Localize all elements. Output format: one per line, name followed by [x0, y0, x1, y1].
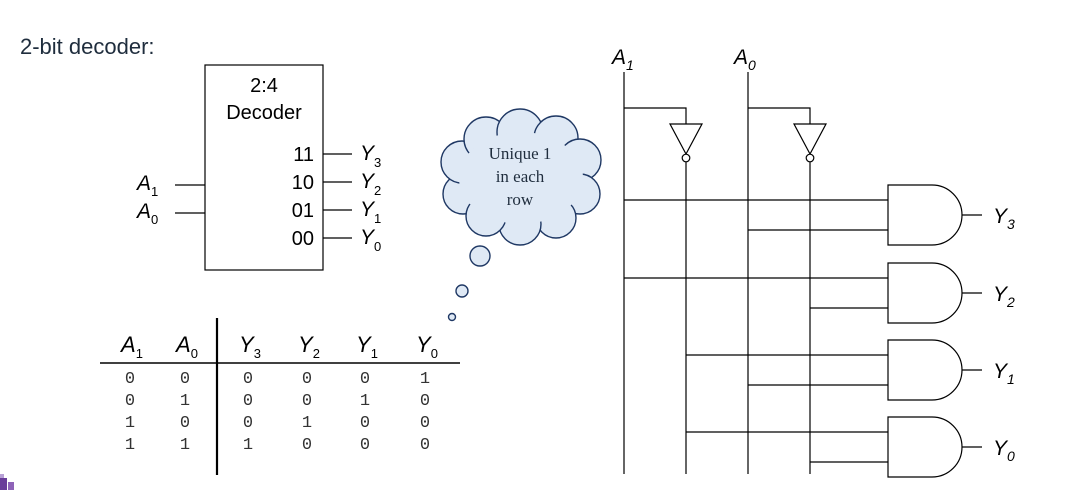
- table-cell: 0: [420, 414, 430, 433]
- and-gate-y1: [887, 339, 963, 401]
- cloud-text-line-3: row: [507, 190, 534, 209]
- table-cell: 1: [125, 436, 135, 455]
- input-a0-label: A0: [135, 200, 158, 227]
- table-header-cell: Y0: [416, 332, 438, 361]
- table-cell: 0: [180, 414, 190, 433]
- table-cell: 0: [243, 370, 253, 389]
- table-cell: 1: [180, 436, 190, 455]
- table-row: 1 0 0 1 0 0: [125, 414, 430, 433]
- table-cell: 1: [125, 414, 135, 433]
- decoder-name-label: Decoder: [226, 102, 302, 124]
- code-01-label: 01: [292, 200, 314, 222]
- table-cell: 0: [360, 414, 370, 433]
- table-header-cell: Y3: [239, 332, 261, 361]
- table-header-cell: A1: [119, 332, 143, 361]
- table-cell: 1: [302, 414, 312, 433]
- circuit-y2-label: Y2: [993, 283, 1015, 310]
- decoder-block: [204, 64, 324, 271]
- table-cell: 0: [360, 370, 370, 389]
- inverter-a1: [669, 123, 703, 156]
- table-body: 0 0 0 0 0 1 0 1 0 0 1 0 1 0 0 1 0 0 1 1 1 0 0 0: [125, 370, 430, 455]
- output-y3-label: Y3: [360, 142, 381, 170]
- table-cell: 0: [302, 370, 312, 389]
- output-y2-label: Y2: [360, 170, 381, 198]
- cloud-text-line-2: in each: [496, 167, 545, 186]
- input-a1-label: A1: [135, 172, 158, 199]
- table-cell: 0: [243, 392, 253, 411]
- table-cell: 1: [243, 436, 253, 455]
- cloud-text-line-1: Unique 1: [489, 144, 552, 163]
- and-gate-y2: [887, 262, 963, 324]
- table-cell: 0: [302, 392, 312, 411]
- output-y1-label: Y1: [360, 198, 381, 226]
- table-header-cell: Y1: [356, 332, 378, 361]
- and-gate-y0: [887, 416, 963, 478]
- table-cell: 0: [125, 392, 135, 411]
- circuit: A1 A0 Y3 Y2 Y1 Y0: [610, 46, 1015, 478]
- circuit-a1-label: A1: [610, 46, 634, 73]
- table-cell: 0: [180, 370, 190, 389]
- table-header-cell: Y2: [298, 332, 320, 361]
- table-cell: 0: [302, 436, 312, 455]
- circuit-y3-label: Y3: [993, 205, 1015, 232]
- code-00-label: 00: [292, 228, 314, 250]
- circuit-a0-label: A0: [732, 46, 756, 73]
- table-cell: 0: [360, 436, 370, 455]
- table-cell: 0: [243, 414, 253, 433]
- table-cell: 1: [360, 392, 370, 411]
- table-row: 0 0 0 0 0 1: [125, 370, 430, 389]
- circuit-y0-label: Y0: [993, 437, 1015, 464]
- code-10-label: 10: [292, 172, 314, 194]
- table-row: 0 1 0 0 1 0: [125, 392, 430, 411]
- table-cell: 0: [420, 436, 430, 455]
- truth-table: A1 A0 Y3 Y2 Y1 Y0 0 0 0 0 0 1 0 1 0 0 1 0 1 0 0 1 0 0 1 1 1 0 0 0: [100, 318, 460, 475]
- circuit-y1-label: Y1: [993, 360, 1015, 387]
- inverter-a1-bubble: [681, 153, 691, 163]
- output-y0-label: Y0: [360, 226, 381, 254]
- table-cell: 0: [420, 392, 430, 411]
- table-cell: 0: [125, 370, 135, 389]
- inverter-a0-bubble: [805, 153, 815, 163]
- code-11-label: 11: [293, 144, 314, 166]
- table-cell: 1: [420, 370, 430, 389]
- and-gate-y3: [887, 184, 963, 246]
- inverter-a0: [793, 123, 827, 156]
- table-header-row: A1 A0 Y3 Y2 Y1 Y0: [119, 332, 438, 361]
- thought-cloud: [440, 108, 602, 322]
- table-header-cell: A0: [174, 332, 198, 361]
- table-row: 1 1 1 0 0 0: [125, 436, 430, 455]
- table-cell: 1: [180, 392, 190, 411]
- decoder-size-label: 2:4: [250, 75, 278, 97]
- slide-title: 2-bit decoder:: [20, 34, 155, 59]
- logo-fragment: [0, 474, 14, 490]
